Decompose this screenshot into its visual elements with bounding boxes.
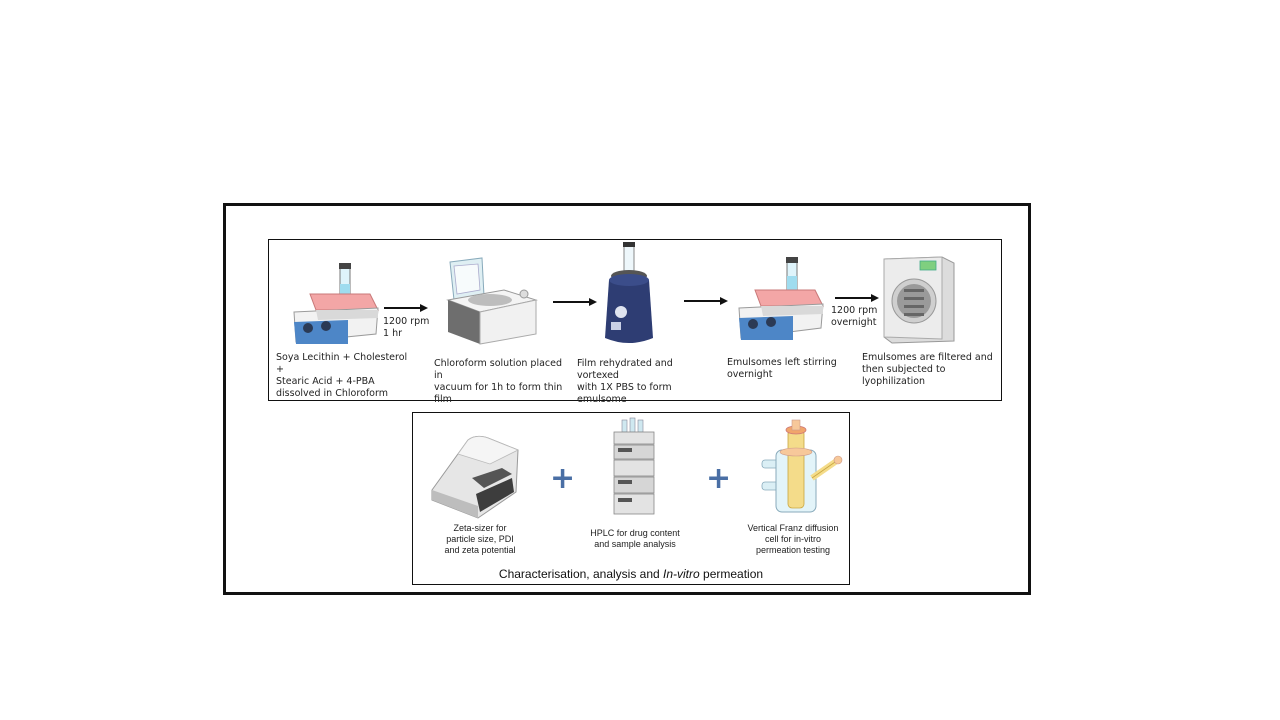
plus-icon-1: + [550,461,576,496]
characterisation-title: Characterisation, analysis and In-vitro … [498,567,764,581]
arrow-2-icon [553,298,597,306]
outer-frame [223,203,1031,595]
arrow-4-icon [835,294,879,302]
hplc-system-icon [613,417,655,515]
zeta-sizer-icon [431,435,519,519]
arrow-1-icon [384,304,428,312]
preparation-panel [268,239,1002,401]
step-1-caption: Soya Lecithin + Cholesterol +Stearic Aci… [276,352,408,399]
vacuum-evaporator-icon [446,257,538,345]
stirrer-overnight-icon [738,257,824,340]
plus-icon-2: + [706,461,732,496]
franz-diffusion-cell-icon [761,419,843,513]
vortex-mixer-icon [605,242,653,343]
characterisation-panel [412,412,850,585]
lyophilizer-icon [883,256,955,344]
arrow-3-icon [684,297,728,305]
hotplate-stirrer-icon [293,263,379,344]
